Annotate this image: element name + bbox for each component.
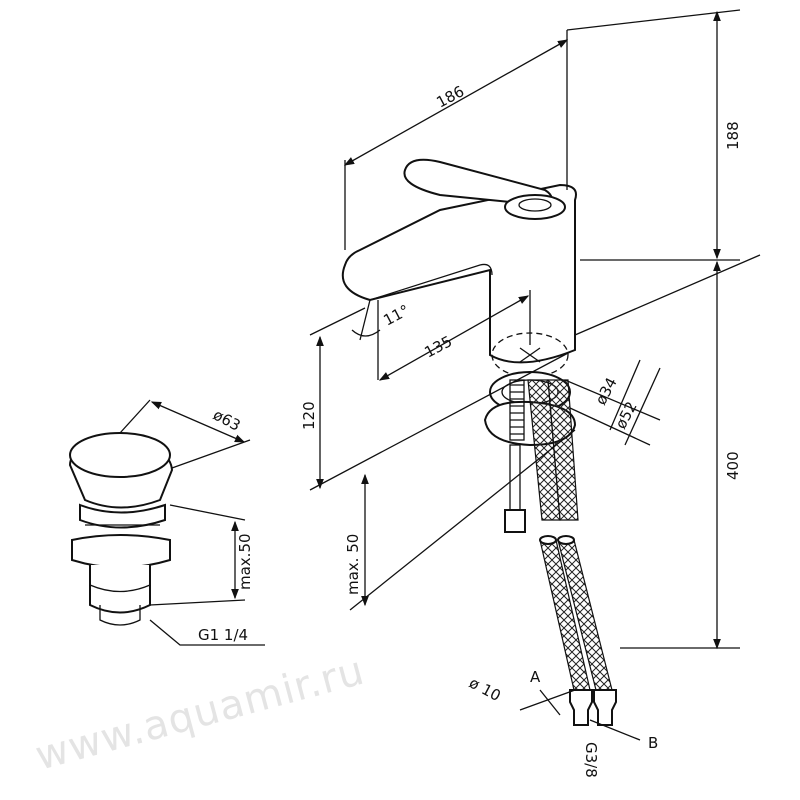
dim-thread: G3/8 [582,742,600,778]
label-b: B [648,734,658,752]
dim-cap-diameter: ø63 [210,406,243,435]
dim-hole-diameter: ø34 [592,374,621,407]
label-a: A [530,668,541,686]
dim-drain-height: max.50 [236,533,254,590]
supply-hoses [527,379,617,726]
dimension-lines [309,9,761,741]
dim-hose-length: 400 [724,451,742,480]
watermark: www.aquamir.ru [31,648,370,780]
dim-drain-thread: G1 1/4 [198,626,248,644]
dim-hose-diameter: ø 10 [466,674,504,705]
dim-max-deck: max. 50 [344,534,362,595]
faucet-dimension-labels: 186 188 11° 135 120 ø34 ø52 400 max. 50 … [300,82,742,778]
drain-valve [68,399,265,646]
dim-width: 186 [433,82,467,111]
dim-spout-height: 120 [300,401,318,430]
dim-base-diameter: ø52 [612,398,641,431]
dim-spout-reach: 135 [421,332,455,361]
dim-spout-angle: 11° [380,301,412,329]
dim-height-top: 188 [724,121,742,150]
